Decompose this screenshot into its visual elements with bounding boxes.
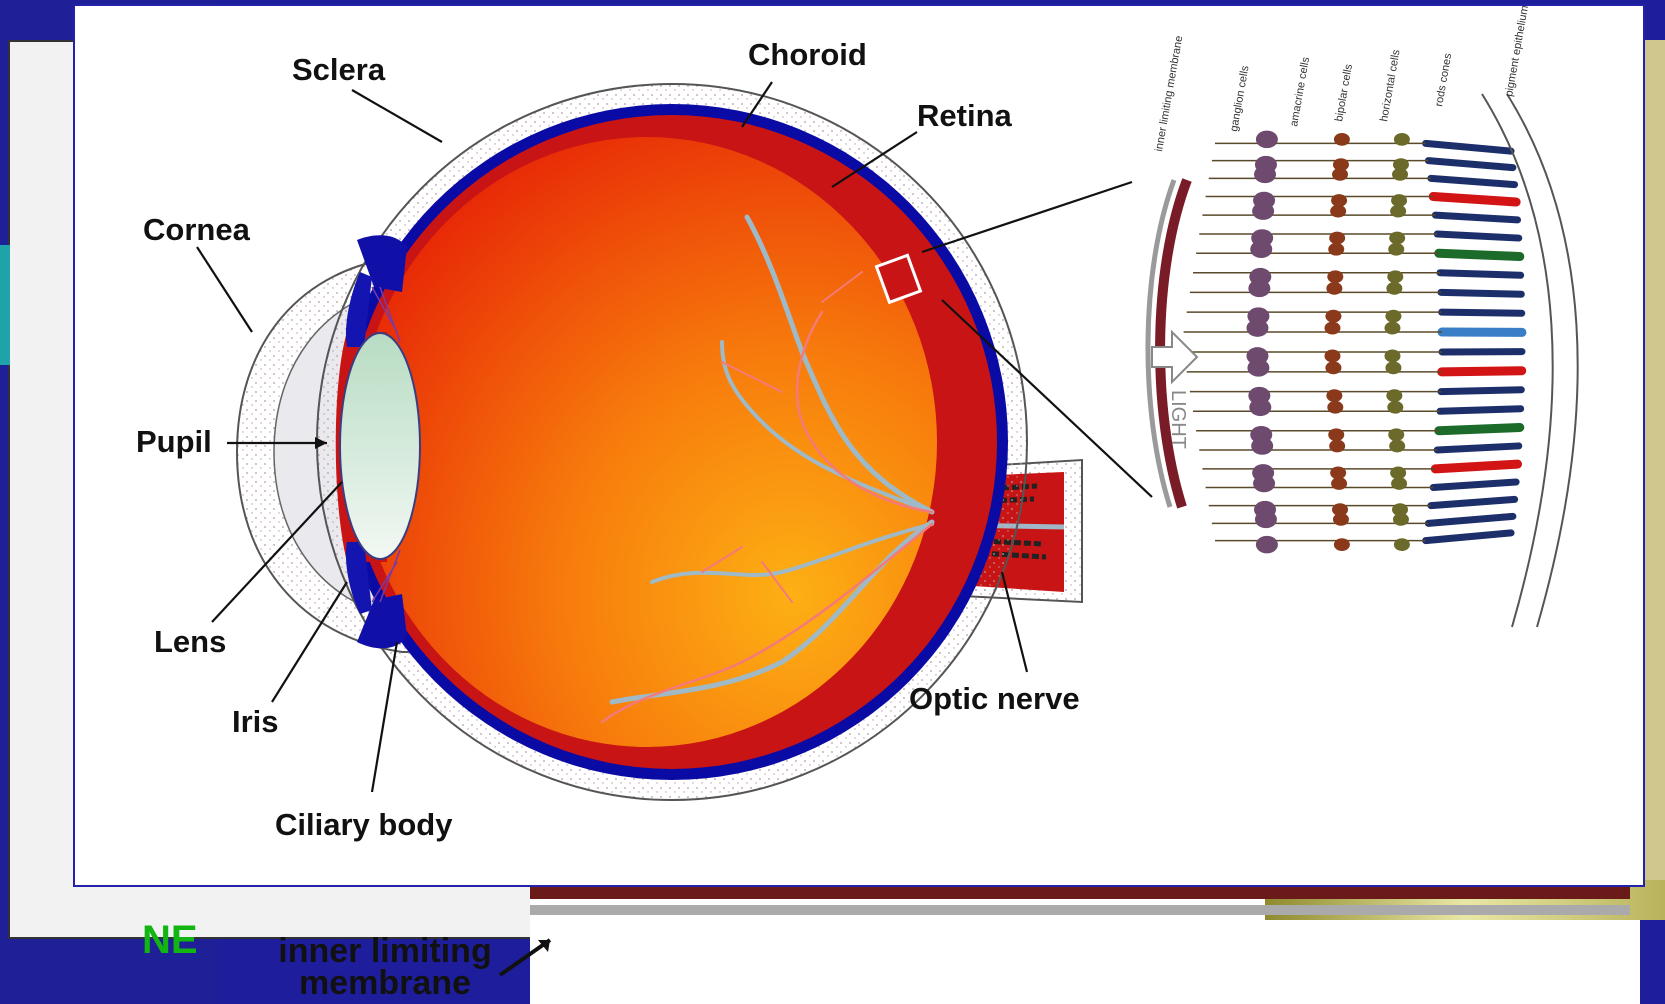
label-ciliary-body: Ciliary body [275,807,453,842]
layer-label-ganglion-cells: ganglion cells [1228,64,1251,132]
lens [340,333,420,559]
label-sclera: Sclera [292,52,386,87]
layer-label-inner-limiting-membrane: inner limiting membrane [1153,35,1185,153]
layer-label-pigment-epithelium: pigment epithelium [1503,6,1531,98]
label-pupil: Pupil [136,424,212,459]
sclera-leader [352,90,442,142]
label-cornea: Cornea [143,212,251,247]
light-label: LIGHT [1167,390,1189,449]
retina-cross-section: LIGHT inner limiting membrane ganglion c… [1148,6,1578,627]
label-retina: Retina [917,98,1013,133]
eye-anatomy-panel: LIGHT inner limiting membrane ganglion c… [73,4,1645,887]
ciliary-body-leader [372,642,397,792]
label-lens: Lens [154,624,226,659]
layer-label-amacrine-cells: amacrine cells [1288,56,1312,128]
layer-label-bipolar-cells: bipolar cells [1333,63,1355,123]
cornea-leader [197,247,252,332]
layer-label-horizontal-cells: horizontal cells [1378,48,1403,122]
eye-anatomy-diagram: LIGHT inner limiting membrane ganglion c… [75,6,1647,889]
pigment-epithelium [1482,94,1553,627]
label-choroid: Choroid [748,37,867,72]
label-optic-nerve: Optic nerve [909,681,1080,716]
layer-label-rods-cones: rods cones [1433,52,1454,108]
label-iris: Iris [232,704,279,739]
